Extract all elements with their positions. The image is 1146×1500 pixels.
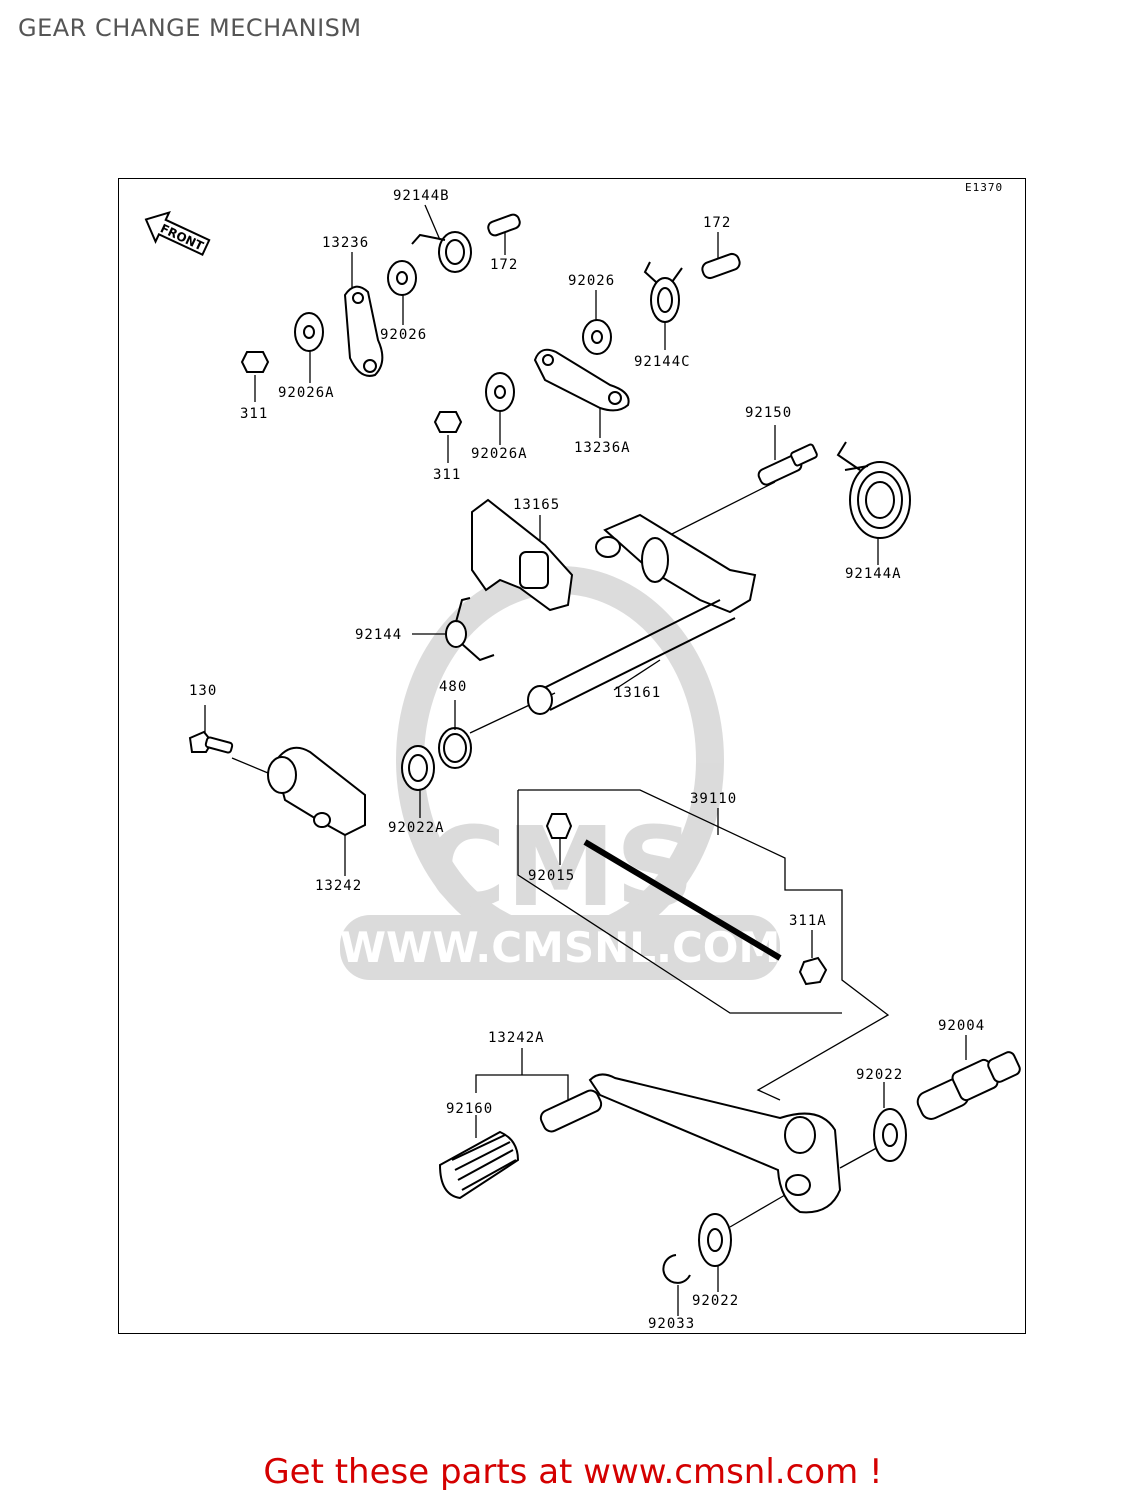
pin-172-a	[487, 213, 521, 237]
label-172-a: 172	[490, 257, 518, 273]
spring-92144a	[836, 441, 911, 539]
washer-92026a-2	[485, 372, 515, 412]
spring-92144b	[411, 231, 472, 273]
leader-lines	[204, 204, 967, 1316]
bolt-92004	[916, 1051, 1021, 1120]
label-13242: 13242	[315, 878, 362, 894]
washer-92026-a	[387, 260, 417, 296]
label-92026-b: 92026	[568, 273, 615, 289]
label-172-b: 172	[703, 215, 731, 231]
label-13242a: 13242A	[488, 1030, 545, 1046]
washer-92026a-1	[294, 312, 324, 352]
arm-13236	[343, 285, 384, 377]
label-92144: 92144	[355, 627, 402, 643]
label-92022a: 92022A	[388, 820, 445, 836]
spring-92144	[445, 597, 495, 662]
eclip-92033	[662, 1254, 691, 1284]
label-92026-a: 92026	[380, 327, 427, 343]
washer-92022-b	[698, 1213, 732, 1267]
rubber-92160	[438, 1130, 520, 1200]
label-480: 480	[439, 679, 467, 695]
pedal-13242a	[539, 1073, 842, 1214]
label-311-1: 311	[240, 406, 268, 422]
plate-13165	[471, 498, 574, 612]
label-311a: 311A	[789, 913, 827, 929]
label-311-2: 311	[433, 467, 461, 483]
label-92160: 92160	[446, 1101, 493, 1117]
washer-92022a	[401, 745, 435, 791]
label-13165: 13165	[513, 497, 560, 513]
part-labels: 92144B 172 172 13236 92026 92026 92026A …	[189, 188, 985, 1332]
pin-172-b	[701, 252, 741, 280]
label-92004: 92004	[938, 1018, 985, 1034]
page-title: GEAR CHANGE MECHANISM	[18, 14, 362, 42]
cta-banner[interactable]: Get these parts at www.cmsnl.com !	[0, 1452, 1146, 1492]
washer-92022-a	[873, 1108, 907, 1162]
label-92144b: 92144B	[393, 188, 450, 204]
label-92144a: 92144A	[845, 566, 902, 582]
diagram-code: E1370	[965, 181, 1003, 194]
label-13161: 13161	[614, 685, 661, 701]
rod-39110	[583, 839, 782, 961]
label-92033: 92033	[648, 1316, 695, 1332]
washer-92026-b	[582, 319, 612, 355]
nut-311-1	[240, 351, 270, 373]
label-92022-a: 92022	[856, 1067, 903, 1083]
watermark-url: WWW.CMSNL.COM	[340, 923, 781, 972]
label-13236: 13236	[322, 235, 369, 251]
label-92144c: 92144C	[634, 354, 691, 370]
label-92026a-2: 92026A	[471, 446, 528, 462]
label-13236a: 13236A	[574, 440, 631, 456]
label-92022-b: 92022	[692, 1293, 739, 1309]
label-92150: 92150	[745, 405, 792, 421]
label-92015: 92015	[528, 868, 575, 884]
lever-13242	[267, 746, 366, 837]
label-39110: 39110	[690, 791, 737, 807]
bolt-130	[188, 730, 234, 754]
circlip-480	[438, 727, 472, 769]
spring-92144c	[643, 261, 683, 323]
shaft-13161	[527, 513, 757, 715]
label-130: 130	[189, 683, 217, 699]
arm-13236a	[533, 348, 630, 412]
diagram-frame	[118, 178, 1026, 1334]
nut-92015	[545, 813, 573, 839]
bolt-92150	[757, 443, 818, 486]
nut-311-2	[433, 411, 463, 433]
nut-311a	[798, 956, 828, 986]
front-arrow-icon: FRONT	[144, 210, 211, 256]
cta-link[interactable]: Get these parts at www.cmsnl.com !	[263, 1452, 883, 1492]
label-92026a-1: 92026A	[278, 385, 335, 401]
